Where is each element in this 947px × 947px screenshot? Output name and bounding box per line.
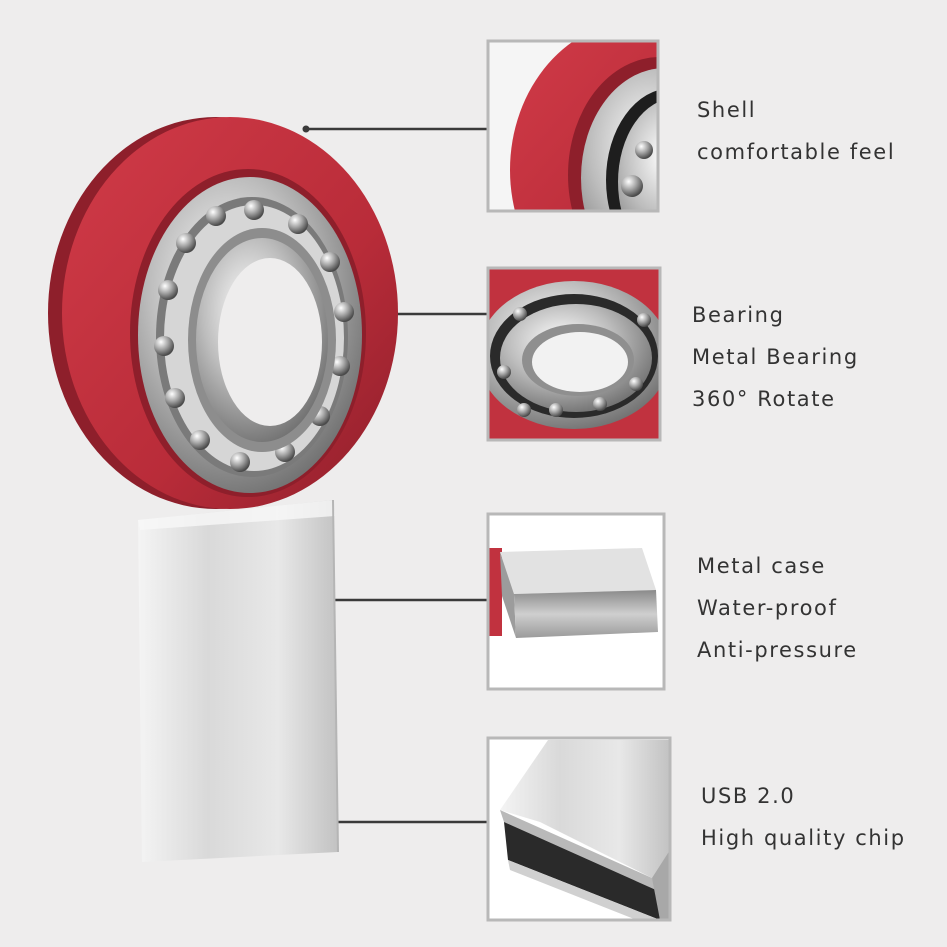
bearing-balls (154, 200, 354, 472)
feature-bearing-line-3: 360° Rotate (692, 387, 836, 411)
feature-bearing-line-1: Bearing (692, 303, 785, 327)
feature-case-line-3: Anti-pressure (697, 638, 858, 662)
bearing (138, 177, 362, 493)
feature-bearing-text: Bearing Metal Bearing 360° Rotate (692, 294, 859, 420)
inset-bearing (486, 266, 662, 442)
feature-shell-text: Shell comfortable feel (697, 89, 895, 173)
inset-metal-case (486, 512, 666, 691)
inset-usb-connector (486, 736, 672, 922)
feature-usb-line-1: USB 2.0 (701, 784, 796, 808)
feature-usb-line-2: High quality chip (701, 826, 906, 850)
feature-case-line-1: Metal case (697, 554, 826, 578)
inset-shell (486, 39, 660, 213)
usb-metal-body (138, 499, 339, 862)
feature-shell-line-2: comfortable feel (697, 140, 896, 164)
feature-case-line-2: Water-proof (697, 596, 838, 620)
feature-case-text: Metal case Water-proof Anti-pressure (697, 545, 858, 671)
feature-bearing-line-2: Metal Bearing (692, 345, 859, 369)
feature-shell-line-1: Shell (697, 98, 757, 122)
feature-usb-text: USB 2.0 High quality chip (701, 775, 906, 859)
